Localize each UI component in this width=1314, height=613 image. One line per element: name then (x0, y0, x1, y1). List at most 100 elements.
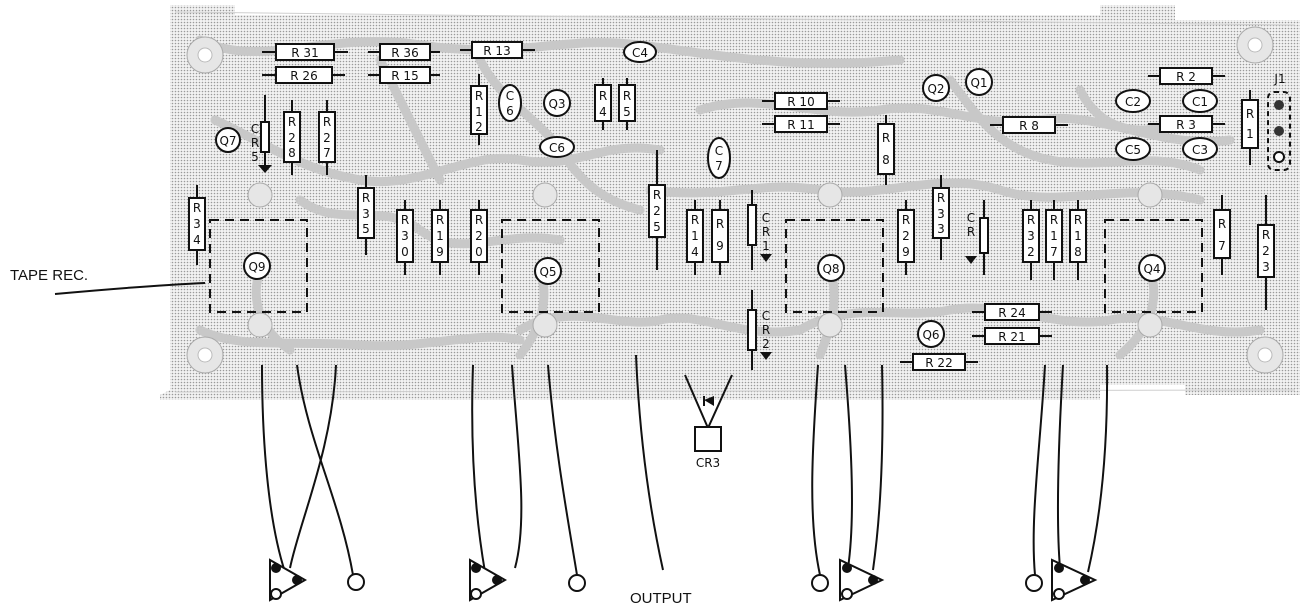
resistor-r25: R25 (648, 150, 666, 270)
svg-text:2: 2 (323, 131, 331, 145)
svg-text:1: 1 (1050, 229, 1058, 243)
transistor-q1: Q1 (965, 68, 993, 96)
horizontal-resistors: R 31 R 36 R 13 R 26 R 15 R 10 R 11 R 2 R… (262, 41, 1225, 371)
svg-text:R 26: R 26 (290, 69, 317, 83)
resistor-r2: R 2 (1148, 67, 1225, 85)
svg-text:R 36: R 36 (391, 46, 418, 60)
svg-text:3: 3 (193, 217, 201, 231)
capacitor-c2: C2 (1115, 89, 1151, 113)
svg-text:R 10: R 10 (787, 95, 814, 109)
resistor-r27: R27 (318, 100, 336, 175)
svg-text:R: R (288, 115, 296, 129)
resistor-r28: R 28 (283, 100, 301, 175)
capacitors: C4 C6 C6 C7 C2 C1 C5 C3 (498, 41, 1218, 179)
svg-text:2: 2 (288, 131, 296, 145)
svg-text:0: 0 (475, 245, 483, 259)
svg-text:R 3: R 3 (1176, 118, 1196, 132)
diode-cr4: CR (965, 200, 989, 275)
svg-text:C: C (715, 144, 723, 158)
resistor-r5: R5 (618, 78, 636, 130)
resistor-r7: R7 (1213, 195, 1231, 275)
resistor-r1: R1 (1241, 90, 1259, 165)
svg-text:C1: C1 (1192, 95, 1208, 109)
svg-text:R: R (1218, 217, 1226, 231)
mounting-pads (186, 26, 1284, 374)
resistor-r29: R29 (897, 200, 915, 275)
svg-text:R: R (1027, 213, 1035, 227)
resistor-r8-v: R8 (877, 115, 895, 185)
resistor-r36: R 36 (368, 43, 440, 61)
svg-text:Q3: Q3 (548, 97, 565, 111)
resistor-r18: R 1 8 (1069, 200, 1087, 280)
svg-text:7: 7 (323, 146, 331, 160)
svg-text:R 13: R 13 (483, 44, 510, 58)
svg-text:R 31: R 31 (291, 46, 318, 60)
transistor-q7: Q7 (215, 127, 241, 153)
capacitor-c3: C3 (1182, 137, 1218, 161)
svg-text:R 22: R 22 (925, 356, 952, 370)
svg-text:0: 0 (401, 245, 409, 259)
svg-text:1: 1 (436, 229, 444, 243)
resistor-r15: R 15 (368, 66, 440, 84)
svg-text:8: 8 (882, 153, 890, 167)
terminal-group-4 (1025, 558, 1098, 602)
svg-text:J1: J1 (1273, 72, 1285, 86)
svg-text:C: C (251, 122, 259, 136)
resistor-r9: R9 (711, 200, 729, 275)
svg-text:R 2: R 2 (1176, 70, 1196, 84)
svg-text:R: R (1074, 213, 1082, 227)
svg-text:2: 2 (1262, 244, 1270, 258)
resistor-r30: R30 (396, 200, 414, 275)
capacitor-c5: C5 (1115, 137, 1151, 161)
svg-text:7: 7 (1218, 239, 1226, 253)
resistor-r32: R 3 2 (1022, 200, 1040, 280)
svg-text:1: 1 (1246, 127, 1254, 141)
resistor-r13: R 13 (460, 41, 535, 59)
resistor-r21: R 21 (972, 327, 1052, 345)
terminal-group-2 (469, 558, 586, 602)
svg-text:9: 9 (716, 239, 724, 253)
resistor-r24: R 24 (972, 303, 1052, 321)
svg-text:1: 1 (475, 105, 483, 119)
svg-text:Q1: Q1 (970, 76, 987, 90)
diode-cr2: CR2 (747, 290, 772, 370)
svg-text:R 24: R 24 (998, 306, 1025, 320)
transistor-q5: Q5 (534, 257, 562, 285)
svg-text:1: 1 (1074, 229, 1082, 243)
svg-text:7: 7 (715, 159, 723, 173)
resistor-r20: R20 (470, 200, 488, 275)
resistor-r34: R34 (188, 185, 206, 265)
svg-text:3: 3 (1027, 229, 1035, 243)
resistor-r19: R19 (431, 200, 449, 275)
output-label: OUTPUT (630, 590, 692, 607)
svg-text:3: 3 (1262, 260, 1270, 274)
svg-text:4: 4 (691, 245, 699, 259)
resistor-r17: R17 (1045, 200, 1063, 280)
svg-text:R 8: R 8 (1019, 119, 1039, 133)
svg-text:Q8: Q8 (822, 262, 839, 276)
svg-text:R: R (475, 89, 483, 103)
transistor-q8: Q8 (817, 254, 845, 282)
svg-text:Q5: Q5 (539, 265, 556, 279)
svg-text:2: 2 (1027, 245, 1035, 259)
svg-text:5: 5 (251, 150, 259, 164)
svg-text:5: 5 (653, 220, 661, 234)
svg-text:8: 8 (1074, 245, 1082, 259)
capacitor-c6-top: C6 (498, 84, 522, 122)
transistor-q9: Q9 (243, 252, 271, 280)
svg-text:6: 6 (506, 104, 514, 118)
svg-text:9: 9 (902, 245, 910, 259)
svg-text:R 11: R 11 (787, 118, 814, 132)
terminal-group-1 (269, 558, 365, 602)
svg-text:5: 5 (623, 105, 631, 119)
svg-text:R: R (762, 225, 770, 239)
svg-text:R: R (401, 213, 409, 227)
svg-text:3: 3 (362, 207, 370, 221)
svg-text:OUTPUT: OUTPUT (630, 590, 692, 607)
svg-text:2: 2 (762, 337, 770, 351)
resistor-r26: R 26 (262, 66, 345, 84)
svg-text:C: C (762, 211, 770, 225)
capacitor-c1: C1 (1182, 89, 1218, 113)
svg-text:8: 8 (288, 146, 296, 160)
